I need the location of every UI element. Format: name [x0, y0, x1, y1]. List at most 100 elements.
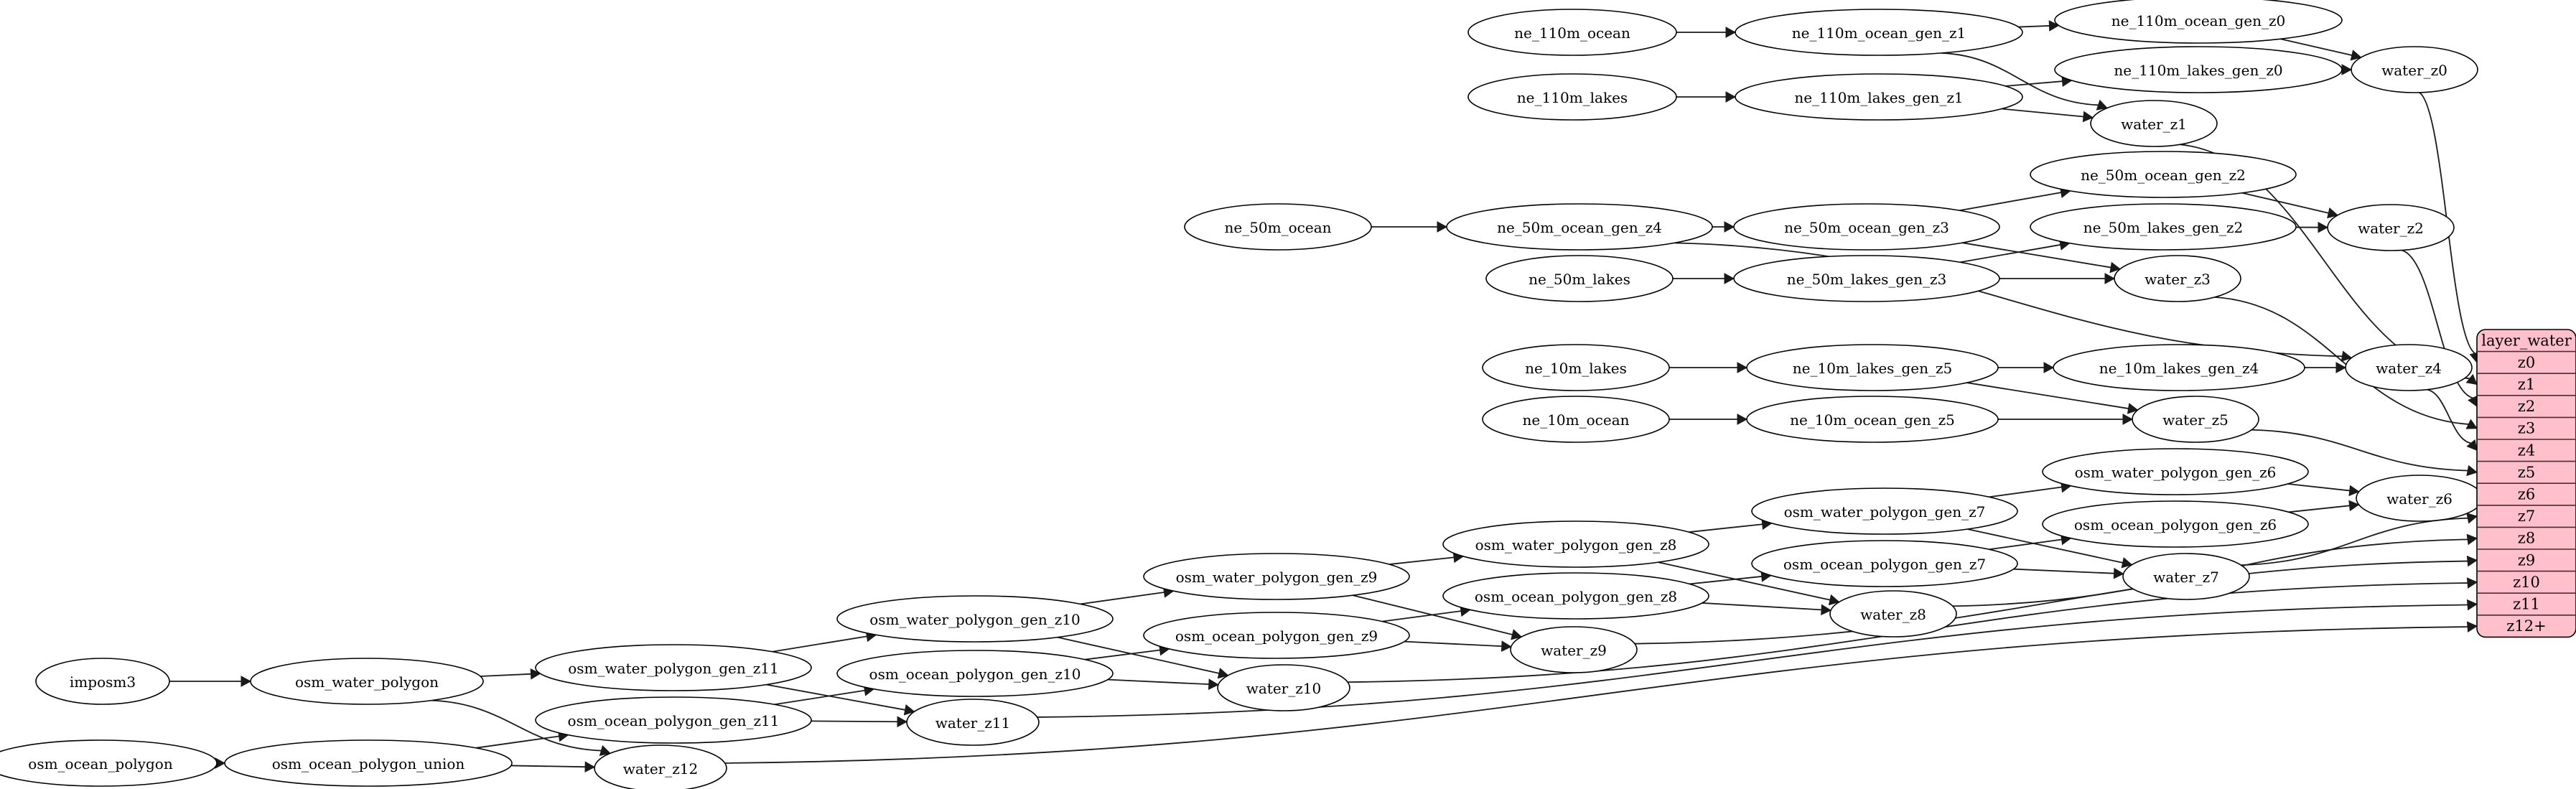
node-label: ne_110m_lakes	[1517, 89, 1628, 106]
arrowhead	[2096, 99, 2108, 111]
edge-osm_ocean_polygon_gen_z8-to-osm_ocean_polygon_gen_z7	[1689, 576, 1762, 585]
legend-table[interactable]: layer_waterz0z1z2z3z4z5z6z7z8z9z10z11z12…	[2476, 329, 2576, 638]
node-label: ne_50m_ocean	[1224, 219, 1331, 236]
node-label: ne_50m_lakes	[1529, 271, 1630, 288]
node-label: ne_50m_lakes_gen_z3	[1787, 271, 1946, 288]
edge-osm_ocean_polygon_gen_z11-to-osm_ocean_polygon_gen_z10	[774, 689, 865, 706]
node-osm_water_polygon_gen_z7[interactable]: osm_water_polygon_gen_z7	[1751, 487, 2018, 535]
node-osm_ocean_polygon_gen_z8[interactable]: osm_ocean_polygon_gen_z8	[1442, 572, 1709, 620]
node-ne_50m_ocean_gen_z2[interactable]: ne_50m_ocean_gen_z2	[2030, 151, 2297, 198]
node-label: ne_10m_lakes_gen_z5	[1793, 360, 1952, 377]
legend-row-label: z6	[2518, 486, 2535, 503]
node-label: osm_ocean_polygon_union	[272, 755, 465, 772]
node-osm_ocean_polygon_gen_z6[interactable]: osm_ocean_polygon_gen_z6	[2042, 500, 2309, 548]
node-label: ne_10m_ocean	[1522, 411, 1629, 429]
edge-ne_50m_ocean_gen_z4-to-water_z4	[1674, 242, 2343, 358]
arrowhead	[1217, 668, 1229, 679]
node-shape	[224, 739, 513, 787]
node-water_z3[interactable]: water_z3	[2114, 255, 2241, 302]
edge-ne_50m_ocean_gen_z3-to-ne_50m_ocean_gen_z2	[1959, 192, 2061, 212]
arrowhead	[2341, 64, 2353, 75]
node-shape	[594, 744, 727, 789]
node-osm_ocean_polygon_gen_z9[interactable]: osm_ocean_polygon_gen_z9	[1143, 612, 1410, 659]
node-label: water_z9	[1541, 642, 1607, 659]
arrowhead	[2348, 500, 2360, 512]
arrowhead	[599, 744, 611, 756]
node-ne_50m_ocean_gen_z4[interactable]: ne_50m_ocean_gen_z4	[1446, 203, 1713, 251]
node-osm_ocean_polygon[interactable]: osm_ocean_polygon	[0, 739, 218, 787]
node-shape	[1751, 487, 2018, 535]
node-ne_10m_ocean_gen_z5[interactable]: ne_10m_ocean_gen_z5	[1746, 396, 1999, 443]
node-water_z10[interactable]: water_z10	[1217, 664, 1350, 711]
node-ne_50m_ocean[interactable]: ne_50m_ocean	[1184, 203, 1372, 251]
node-label: osm_ocean_polygon_gen_z8	[1475, 588, 1677, 605]
node-osm_water_polygon_gen_z11[interactable]: osm_water_polygon_gen_z11	[535, 644, 812, 691]
node-ne_10m_ocean[interactable]: ne_10m_ocean	[1482, 396, 1670, 443]
arrowhead	[2466, 555, 2478, 567]
node-osm_water_polygon_gen_z9[interactable]: osm_water_polygon_gen_z9	[1143, 553, 1410, 600]
arrowhead	[1501, 640, 1512, 652]
arrowhead	[2048, 20, 2060, 32]
legend-row-label: z8	[2518, 530, 2535, 547]
node-ne_110m_ocean[interactable]: ne_110m_ocean	[1467, 9, 1677, 56]
node-label: osm_water_polygon_gen_z8	[1475, 536, 1677, 554]
legend-row-label: z5	[2518, 464, 2535, 481]
node-water_z11[interactable]: water_z11	[906, 699, 1040, 746]
node-osm_ocean_polygon_gen_z10[interactable]: osm_ocean_polygon_gen_z10	[836, 650, 1114, 697]
node-label: osm_ocean_polygon_gen_z7	[1783, 556, 1986, 573]
node-osm_water_polygon_gen_z6[interactable]: osm_water_polygon_gen_z6	[2042, 448, 2309, 495]
node-water_z12[interactable]: water_z12	[594, 744, 727, 789]
edge-osm_water_polygon_gen_z7-to-water_z7	[1967, 528, 2123, 564]
node-shape	[906, 699, 1040, 746]
node-ne_10m_lakes[interactable]: ne_10m_lakes	[1482, 344, 1670, 391]
node-shape	[2054, 0, 2343, 44]
node-ne_110m_lakes_gen_z0[interactable]: ne_110m_lakes_gen_z0	[2054, 46, 2343, 93]
node-ne_110m_lakes[interactable]: ne_110m_lakes	[1467, 73, 1677, 121]
node-osm_water_polygon[interactable]: osm_water_polygon	[250, 658, 484, 705]
legend-row-label: z2	[2518, 398, 2535, 415]
node-osm_water_polygon_gen_z10[interactable]: osm_water_polygon_gen_z10	[836, 595, 1114, 643]
node-water_z1[interactable]: water_z1	[2090, 100, 2218, 147]
node-ne_10m_lakes_gen_z4[interactable]: ne_10m_lakes_gen_z4	[2053, 344, 2305, 391]
node-shape	[2053, 344, 2305, 391]
node-shape	[1735, 9, 2023, 56]
node-ne_10m_lakes_gen_z5[interactable]: ne_10m_lakes_gen_z5	[1746, 344, 1999, 391]
edge-osm_ocean_polygon_gen_z10-to-water_z10	[1107, 678, 1209, 686]
edge-osm_water_polygon_gen_z8-to-water_z8	[1658, 561, 1831, 601]
node-water_z9[interactable]: water_z9	[1510, 626, 1638, 673]
node-label: ne_10m_lakes_gen_z4	[2099, 360, 2259, 377]
arrowhead	[2466, 533, 2478, 546]
arrowhead	[2109, 261, 2122, 274]
node-shape	[0, 739, 218, 787]
node-water_z0[interactable]: water_z0	[2351, 46, 2478, 93]
node-water_z4[interactable]: water_z4	[2345, 344, 2473, 391]
arrowhead	[1725, 91, 1737, 103]
node-ne_50m_ocean_gen_z3[interactable]: ne_50m_ocean_gen_z3	[1733, 203, 2000, 251]
arrowhead	[2335, 362, 2347, 373]
node-water_z8[interactable]: water_z8	[1829, 590, 1957, 638]
node-label: osm_ocean_polygon_gen_z9	[1175, 627, 1378, 645]
node-water_z6[interactable]: water_z6	[2356, 475, 2483, 522]
node-label: ne_110m_lakes_gen_z1	[1794, 89, 1963, 106]
node-ne_110m_ocean_gen_z0[interactable]: ne_110m_ocean_gen_z0	[2054, 0, 2343, 44]
node-ne_50m_lakes_gen_z2[interactable]: ne_50m_lakes_gen_z2	[2030, 203, 2297, 251]
edge-water_z2-to-layer_water_z2	[2401, 249, 2473, 399]
node-water_z5[interactable]: water_z5	[2132, 396, 2259, 443]
node-label: water_z3	[2145, 271, 2211, 288]
node-osm_ocean_polygon_union[interactable]: osm_ocean_polygon_union	[224, 739, 513, 787]
node-ne_50m_lakes[interactable]: ne_50m_lakes	[1485, 255, 1674, 302]
node-water_z7[interactable]: water_z7	[2122, 553, 2250, 600]
edge-osm_ocean_polygon_gen_z7-to-osm_ocean_polygon_gen_z6	[1989, 538, 2062, 551]
arrowhead	[2465, 419, 2478, 429]
node-shape	[1467, 73, 1677, 121]
node-water_z2[interactable]: water_z2	[2327, 204, 2455, 251]
node-ne_110m_ocean_gen_z1[interactable]: ne_110m_ocean_gen_z1	[1735, 9, 2023, 56]
node-osm_water_polygon_gen_z8[interactable]: osm_water_polygon_gen_z8	[1442, 520, 1709, 568]
node-imposm3[interactable]: imposm3	[35, 658, 170, 705]
node-ne_110m_lakes_gen_z1[interactable]: ne_110m_lakes_gen_z1	[1735, 73, 2023, 121]
node-osm_ocean_polygon_gen_z7[interactable]: osm_ocean_polygon_gen_z7	[1751, 540, 2018, 587]
node-osm_ocean_polygon_gen_z11[interactable]: osm_ocean_polygon_gen_z11	[535, 696, 812, 744]
node-ne_50m_lakes_gen_z3[interactable]: ne_50m_lakes_gen_z3	[1733, 255, 2000, 302]
node-shape	[1733, 203, 2000, 251]
